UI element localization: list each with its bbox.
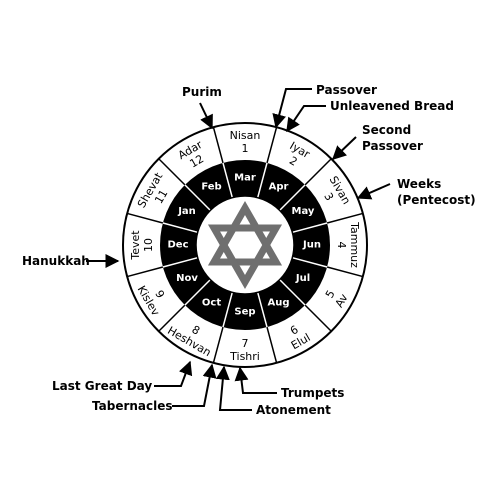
inner-divider: [279, 279, 306, 306]
passover-label: Passover: [316, 83, 377, 97]
passover-arrow: [272, 88, 312, 129]
inner-divider: [222, 162, 234, 198]
hebrew-month-number: 10: [142, 238, 155, 252]
gregorian-month-label: Apr: [269, 182, 289, 193]
gregorian-month-label: Aug: [267, 298, 289, 309]
outer-divider: [266, 326, 278, 364]
outer-divider: [126, 266, 164, 278]
star-of-david-icon: [207, 200, 283, 290]
outer-divider: [212, 126, 224, 164]
outer-divider: [326, 212, 364, 224]
gregorian-month-label: Jul: [295, 273, 310, 284]
center-disc: [195, 195, 295, 295]
outer-divider: [326, 266, 364, 278]
purim-arrow: [199, 102, 213, 130]
second-passover-arrow: [331, 136, 357, 160]
inner-divider: [222, 292, 234, 328]
gregorian-month-label: Jan: [177, 206, 196, 217]
hebrew-month-name: Tammuz: [348, 221, 361, 268]
tabernacles-arrow: [172, 363, 217, 407]
gregorian-month-label: Feb: [201, 182, 221, 193]
hebrew-month-number: 11: [152, 187, 170, 206]
trumpets-arrow: [234, 366, 277, 394]
gregorian-month-label: Dec: [167, 240, 188, 251]
hebrew-month-name: Tevet: [129, 230, 142, 261]
hebrew-month-name: Nisan: [230, 129, 261, 142]
second-passover-label-line1: Second: [362, 123, 411, 137]
inner-divider: [292, 222, 328, 234]
hebrew-month-name: Av: [333, 291, 351, 310]
inner-divider: [256, 162, 268, 198]
second-passover-label-line2: Passover: [362, 139, 423, 153]
atonement-arrow: [215, 365, 252, 411]
outer-divider: [158, 158, 186, 186]
purim-label: Purim: [182, 85, 222, 99]
outer-divider: [158, 304, 186, 332]
festival-arrows: [86, 88, 391, 411]
tabernacles-label: Tabernacles: [92, 399, 173, 413]
outer-ring-dividers: [126, 126, 364, 364]
outer-divider: [304, 304, 332, 332]
atonement-label: Atonement: [256, 403, 331, 417]
hanukkah-label: Hanukkah: [22, 254, 90, 268]
inner-divider: [162, 222, 198, 234]
gregorian-month-label: Oct: [202, 298, 221, 309]
hebrew-month-number: 1: [242, 142, 249, 155]
last-great-day-arrow: [154, 360, 193, 387]
gregorian-month-label: Mar: [234, 173, 256, 184]
inner-divider: [184, 279, 211, 306]
weeks-label-line2: (Pentecost): [397, 193, 476, 207]
outer-divider: [304, 158, 332, 186]
inner-divider: [256, 292, 268, 328]
outer-divider: [126, 212, 164, 224]
gregorian-month-label: Sep: [234, 307, 255, 318]
outer-divider: [212, 326, 224, 364]
hebrew-month-number: 4: [335, 242, 348, 249]
hebrew-month-name: Tishri: [229, 350, 260, 363]
weeks-label-line1: Weeks: [397, 177, 441, 191]
outer-divider: [266, 126, 278, 164]
unleavened-bread-label: Unleavened Bread: [330, 99, 454, 113]
inner-divider: [292, 256, 328, 268]
inner-divider: [162, 256, 198, 268]
unleavened-bread-arrow: [286, 105, 326, 133]
gregorian-month-label: Nov: [176, 273, 198, 284]
inner-divider: [279, 184, 306, 211]
last-great-day-label: Last Great Day: [52, 379, 152, 393]
gregorian-month-label: Jun: [302, 240, 321, 251]
gregorian-month-label: May: [292, 206, 315, 217]
festival-labels: Purim Passover Unleavened Bread Second P…: [22, 83, 476, 417]
weeks-arrow: [356, 183, 391, 200]
hebrew-month-number: 7: [242, 337, 249, 350]
trumpets-label: Trumpets: [281, 386, 344, 400]
inner-divider: [184, 184, 211, 211]
inner-ring-dividers: [162, 162, 328, 328]
hebrew-month-number: 12: [187, 152, 206, 170]
